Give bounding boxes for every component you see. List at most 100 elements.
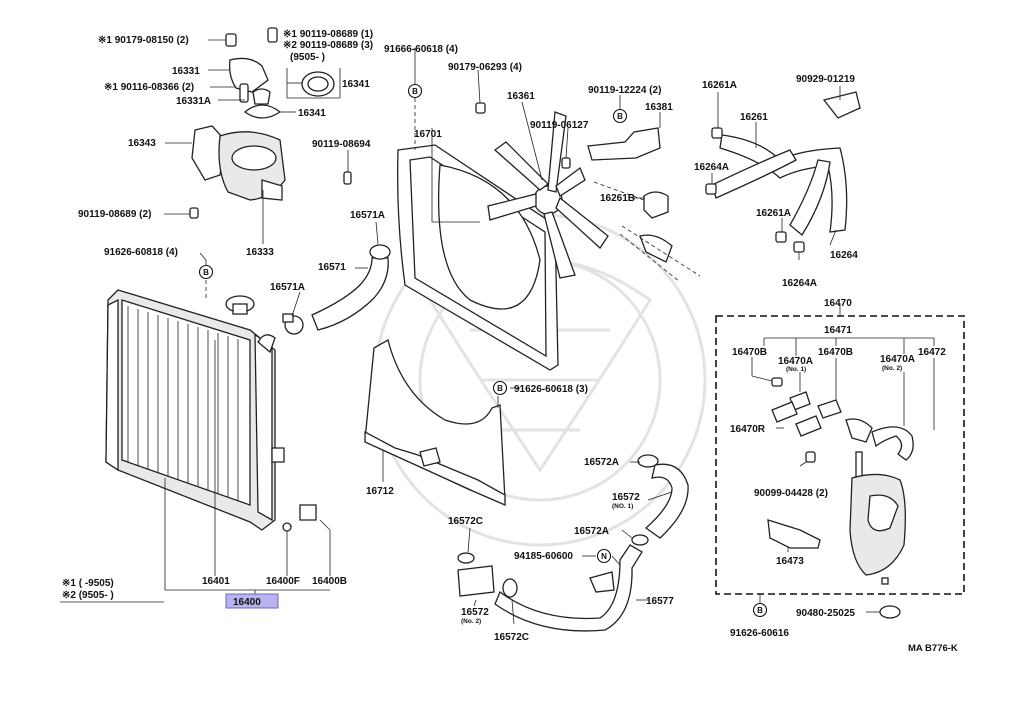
marker-b-5: B: [752, 602, 768, 618]
label-90116-08366: ※1 90116-08366 (2): [104, 82, 194, 93]
label-16572-1-no: (NO. 1): [612, 503, 633, 510]
svg-text:N: N: [601, 552, 607, 561]
label-90179-08150: ※1 90179-08150 (2): [98, 35, 189, 46]
svg-text:B: B: [617, 112, 623, 121]
label-16333: 16333: [246, 247, 274, 258]
label-90179-06293: 90179-06293 (4): [448, 62, 522, 73]
label-90929-01219: 90929-01219: [796, 74, 855, 85]
label-16331A: 16331A: [176, 96, 211, 107]
label-16261A-b: 16261A: [756, 208, 791, 219]
marker-b-3: B: [198, 264, 214, 280]
label-16571A-b: 16571A: [270, 282, 305, 293]
svg-text:B: B: [497, 384, 503, 393]
marker-b-4: B: [492, 380, 508, 396]
label-16572A-a: 16572A: [584, 457, 619, 468]
tank-callout-tree: [751, 304, 935, 552]
label-16381: 16381: [645, 102, 673, 113]
label-94185-60600: 94185-60600: [514, 551, 573, 562]
outlet-leaders: [164, 39, 349, 244]
label-16341-b: 16341: [298, 108, 326, 119]
label-16400: 16400: [233, 597, 261, 608]
label-90480-25025: 90480-25025: [796, 608, 855, 619]
label-16470A-b: 16470A: [880, 354, 915, 365]
legend-1: ※1 ( -9505): [62, 578, 114, 589]
label-16572-2: 16572: [461, 607, 489, 618]
label-16264: 16264: [830, 250, 858, 261]
label-91626-60818: 91626-60818 (4): [104, 247, 178, 258]
label-16473: 16473: [776, 556, 804, 567]
label-16577: 16577: [646, 596, 674, 607]
label-16470B-a: 16470B: [732, 347, 767, 358]
lower-hose-group: [457, 454, 689, 632]
marker-b-1: B: [407, 83, 423, 99]
b3-leader2: [199, 252, 207, 261]
lower-shroud-leaders: [382, 387, 520, 482]
label-90119-12224: 90119-12224 (2): [588, 85, 661, 96]
fan-leaders: [477, 69, 569, 181]
label-16471: 16471: [824, 325, 852, 336]
label-90119-06127: 90119-06127: [530, 120, 589, 131]
diagram-reference-code: MA B776-K: [908, 643, 958, 654]
label-16400B: 16400B: [312, 576, 347, 587]
label-16470A-b-no: (No. 2): [882, 365, 902, 372]
reserve-tank-parts: [767, 377, 914, 585]
heater-leaders: [711, 86, 841, 260]
bracket-leaders: [619, 95, 661, 199]
label-16261B: 16261B: [600, 193, 635, 204]
label-16470A-a-no: (No. 1): [786, 366, 806, 373]
label-16572C-b: 16572C: [494, 632, 529, 643]
label-90119-08694: 90119-08694: [312, 139, 371, 150]
label-16361: 16361: [507, 91, 535, 102]
label-16264A-a: 16264A: [694, 162, 729, 173]
marker-n-1: N: [596, 548, 612, 564]
label-16331: 16331: [172, 66, 200, 77]
label-16401: 16401: [202, 576, 230, 587]
label-16343: 16343: [128, 138, 156, 149]
lower-shroud-group: [364, 339, 506, 506]
label-16572-2-no: (No. 2): [461, 618, 481, 625]
label-16264A-b: 16264A: [782, 278, 817, 289]
legend-2: ※2 (9505- ): [62, 590, 114, 601]
heater-hoses-group: [705, 91, 861, 253]
label-16572C-a: 16572C: [448, 516, 483, 527]
label-16470B-b: 16470B: [818, 347, 853, 358]
label-91626-60618: 91626-60618 (3): [514, 384, 588, 395]
hose-leaders: [291, 221, 379, 317]
label-16470: 16470: [824, 298, 852, 309]
bracket-group: [587, 127, 673, 263]
fan-group: [475, 102, 609, 279]
label-16261A-top: 16261A: [702, 80, 737, 91]
label-16472: 16472: [918, 347, 946, 358]
svg-text:B: B: [203, 268, 209, 277]
label-90119-08689-1: ※1 90119-08689 (1): [283, 29, 373, 40]
label-16400F: 16400F: [266, 576, 300, 587]
svg-text:B: B: [412, 87, 418, 96]
radiator-cap: [866, 605, 901, 619]
water-outlet-group: [189, 27, 352, 219]
label-91626-60616: 91626-60616: [730, 628, 789, 639]
label-16571A-a: 16571A: [350, 210, 385, 221]
label-90119-08689-2: 90119-08689 (2): [78, 209, 151, 220]
radiator-leaders: [164, 340, 331, 596]
label-16341-a: 16341: [342, 79, 370, 90]
label-9505-top: (9505- ): [290, 52, 325, 63]
upper-hose-group: [282, 244, 391, 335]
lower-hose-leaders: [467, 461, 673, 625]
label-16261: 16261: [740, 112, 768, 123]
label-16470R: 16470R: [730, 424, 766, 435]
marker-b-2: B: [612, 108, 628, 124]
label-91666-60618: 91666-60618 (4): [384, 44, 458, 55]
svg-text:B: B: [757, 606, 763, 615]
label-90119-08689-3: ※2 90119-08689 (3): [283, 40, 373, 51]
label-16712: 16712: [366, 486, 394, 497]
label-16571: 16571: [318, 262, 346, 273]
bracket-dash: [593, 181, 701, 283]
label-16572A-b: 16572A: [574, 526, 609, 537]
label-16701: 16701: [414, 129, 442, 140]
highlight-16400: [225, 593, 279, 609]
label-16572-1: 16572: [612, 492, 640, 503]
label-90099-04428: 90099-04428 (2): [754, 488, 828, 499]
label-16470A-a: 16470A: [778, 356, 813, 367]
